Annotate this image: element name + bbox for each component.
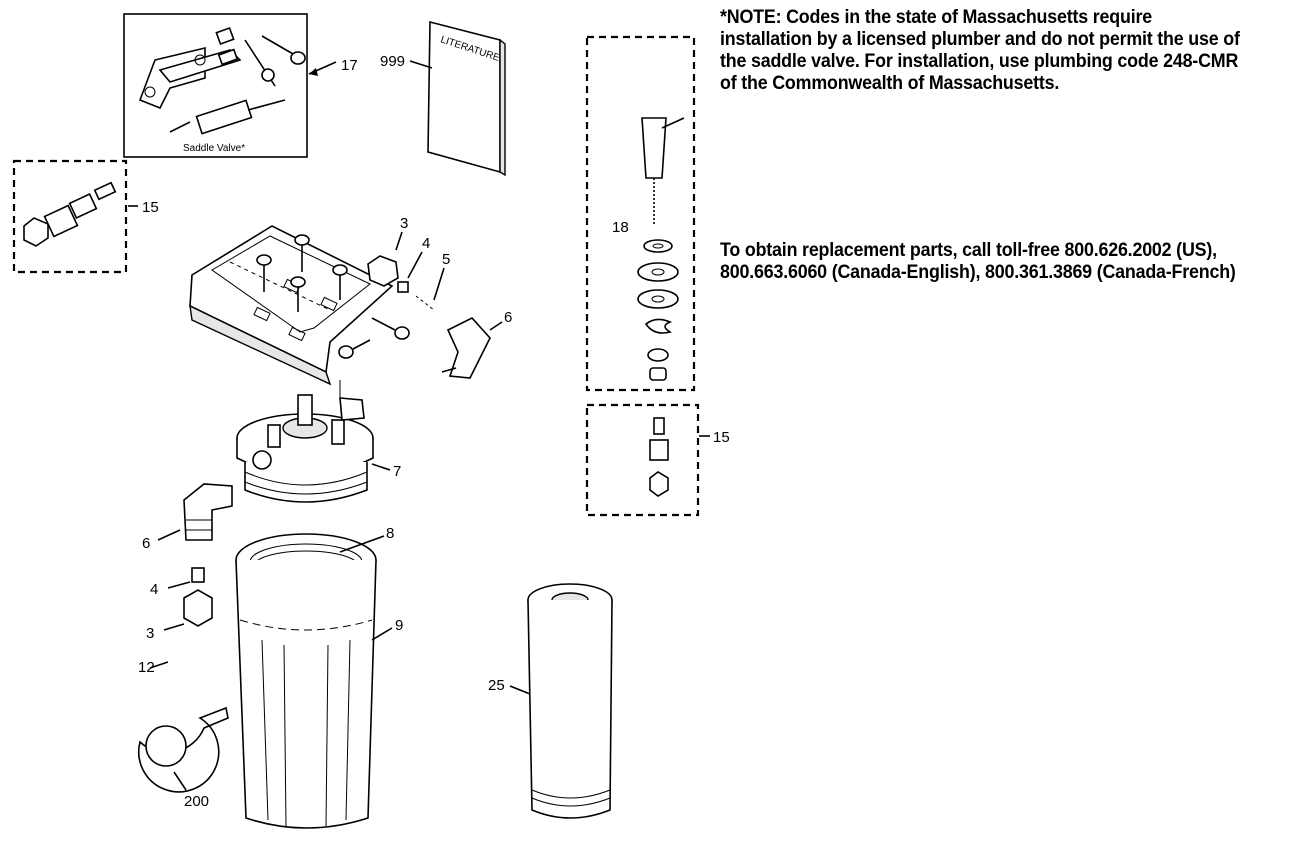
label-3-left: 3: [146, 625, 154, 642]
label-15-right: 15: [713, 429, 730, 446]
inlet-fittings: 6 4 3 12: [138, 483, 233, 688]
housing-wrench: 200: [137, 706, 229, 810]
fittings-kit-right: 15: [585, 403, 730, 517]
housing-cap: 7: [236, 380, 401, 503]
outlet-fittings: 3 4 5 6: [367, 215, 512, 379]
label-3-top: 3: [400, 215, 408, 232]
label-8: 8: [386, 525, 394, 542]
label-25: 25: [488, 677, 505, 694]
faucet-assembly: 18: [585, 35, 696, 392]
mounting-bracket: [189, 225, 410, 386]
replacement-parts-note: To obtain replacement parts, call toll-f…: [720, 240, 1236, 283]
label-4-left: 4: [150, 581, 158, 598]
label-17: 17: [341, 57, 358, 74]
label-999: 999: [380, 53, 405, 70]
label-18: 18: [612, 219, 629, 236]
label-6-right: 6: [504, 309, 512, 326]
filter-housing: 8 9: [235, 525, 403, 829]
label-9: 9: [395, 617, 403, 634]
filter-cartridge: 25: [488, 583, 613, 819]
saddle-valve-caption: Saddle Valve*: [183, 143, 245, 154]
label-200: 200: [184, 793, 209, 810]
label-4-top: 4: [422, 235, 430, 252]
massachusetts-code-note: *NOTE: Codes in the state of Massachuset…: [720, 7, 1240, 94]
label-15-left: 15: [142, 199, 159, 216]
saddle-valve-assembly: Saddle Valve* 17: [123, 13, 358, 158]
label-6-left: 6: [142, 535, 150, 552]
label-5: 5: [442, 251, 450, 268]
label-12: 12: [138, 659, 155, 676]
literature-booklet: LITERATURE 999: [380, 20, 506, 177]
fittings-kit-left: 15: [12, 159, 159, 274]
label-7: 7: [393, 463, 401, 480]
